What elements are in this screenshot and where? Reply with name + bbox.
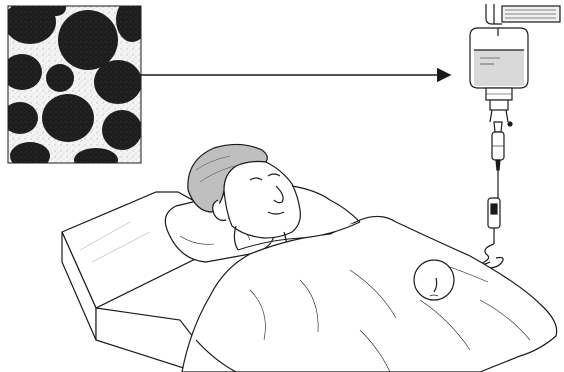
- microscopy-inset: [2, 0, 148, 172]
- port-site: [414, 260, 454, 300]
- drip-chamber: [494, 122, 502, 132]
- port-dressing: [414, 260, 454, 300]
- iv-drip: [436, 4, 560, 278]
